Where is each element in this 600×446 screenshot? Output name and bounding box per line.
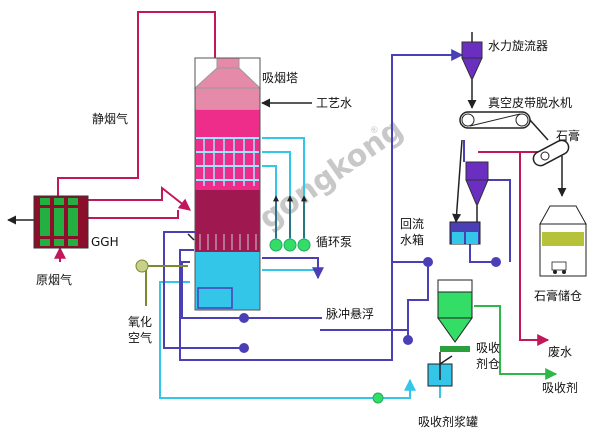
label-slurry-tank: 吸收剂浆罐 — [418, 414, 478, 429]
label-hydrocyclone: 水力旋流器 — [488, 39, 548, 53]
label-return-tank: 回流 水箱 — [400, 217, 428, 247]
secondary-cyclone — [463, 140, 489, 222]
slurry-pumps — [239, 257, 501, 353]
raw-gas-to-tower-pipe — [88, 210, 179, 219]
label-raw-flue-gas: 原烟气 — [36, 272, 72, 287]
label-absorbent: 吸收剂 — [542, 380, 578, 395]
label-ggh: GGH — [91, 235, 119, 249]
absorbent-pipe — [474, 305, 558, 380]
label-gypsum: 石膏 — [556, 128, 580, 143]
pulse-loop-c — [163, 231, 244, 349]
hydrocyclone — [461, 32, 483, 109]
pulse-loop-a — [262, 257, 324, 280]
label-vacuum-belt: 真空皮带脱水机 — [488, 95, 572, 110]
return-down-pipe — [407, 262, 429, 340]
label-pulse-suspension: 脉冲悬浮 — [326, 306, 374, 321]
label-gypsum-storage: 石膏储仓 — [534, 288, 582, 303]
absorber-tower — [193, 57, 262, 311]
pulse-loop-b — [181, 261, 322, 319]
gas-inlet-pipe — [88, 185, 191, 211]
label-absorbent-silo: 吸收 剂仓 — [476, 341, 504, 371]
label-oxidation-air: 氧化 空气 — [128, 315, 156, 345]
label-circulation-pump: 循环泵 — [316, 235, 352, 249]
filtrate-pipe — [488, 179, 511, 262]
gypsum-conveyor — [532, 139, 570, 197]
vacuum-belt-filter — [459, 111, 549, 141]
spray-layers — [196, 137, 259, 181]
labels: 吸烟塔 工艺水 静烟气 GGH 原烟气 循环泵 氧化 空气 脉冲悬浮 水力旋流器… — [36, 39, 582, 429]
slurry-feed-pipe — [159, 281, 378, 399]
label-oxidation-air-line1: 氧化 — [128, 315, 152, 329]
slurry-pipes — [163, 49, 511, 361]
oxidation-air-line — [135, 233, 195, 306]
absorbent-slurry-tank — [427, 352, 453, 387]
ggh-heat-exchanger — [33, 195, 89, 249]
circulation-pumps — [269, 238, 384, 404]
label-absorber-tower: 吸烟塔 — [262, 71, 298, 85]
gypsum-slurry-pipe — [179, 49, 464, 361]
return-water-tank — [449, 139, 481, 245]
label-absorbent-silo-line2: 剂仓 — [476, 356, 500, 371]
label-waste-water: 废水 — [548, 344, 572, 359]
label-process-water: 工艺水 — [316, 96, 352, 110]
clean-gas-pipe — [57, 11, 216, 196]
label-oxidation-air-line2: 空气 — [128, 330, 152, 345]
label-clean-flue-gas: 静烟气 — [92, 111, 128, 126]
label-absorbent-silo-line1: 吸收 — [476, 341, 500, 355]
label-return-tank-line1: 回流 — [400, 217, 424, 231]
label-return-tank-line2: 水箱 — [400, 232, 424, 247]
gypsum-storage — [539, 205, 587, 277]
slurry-feed-end — [378, 378, 416, 399]
absorbent-silo — [437, 279, 473, 352]
